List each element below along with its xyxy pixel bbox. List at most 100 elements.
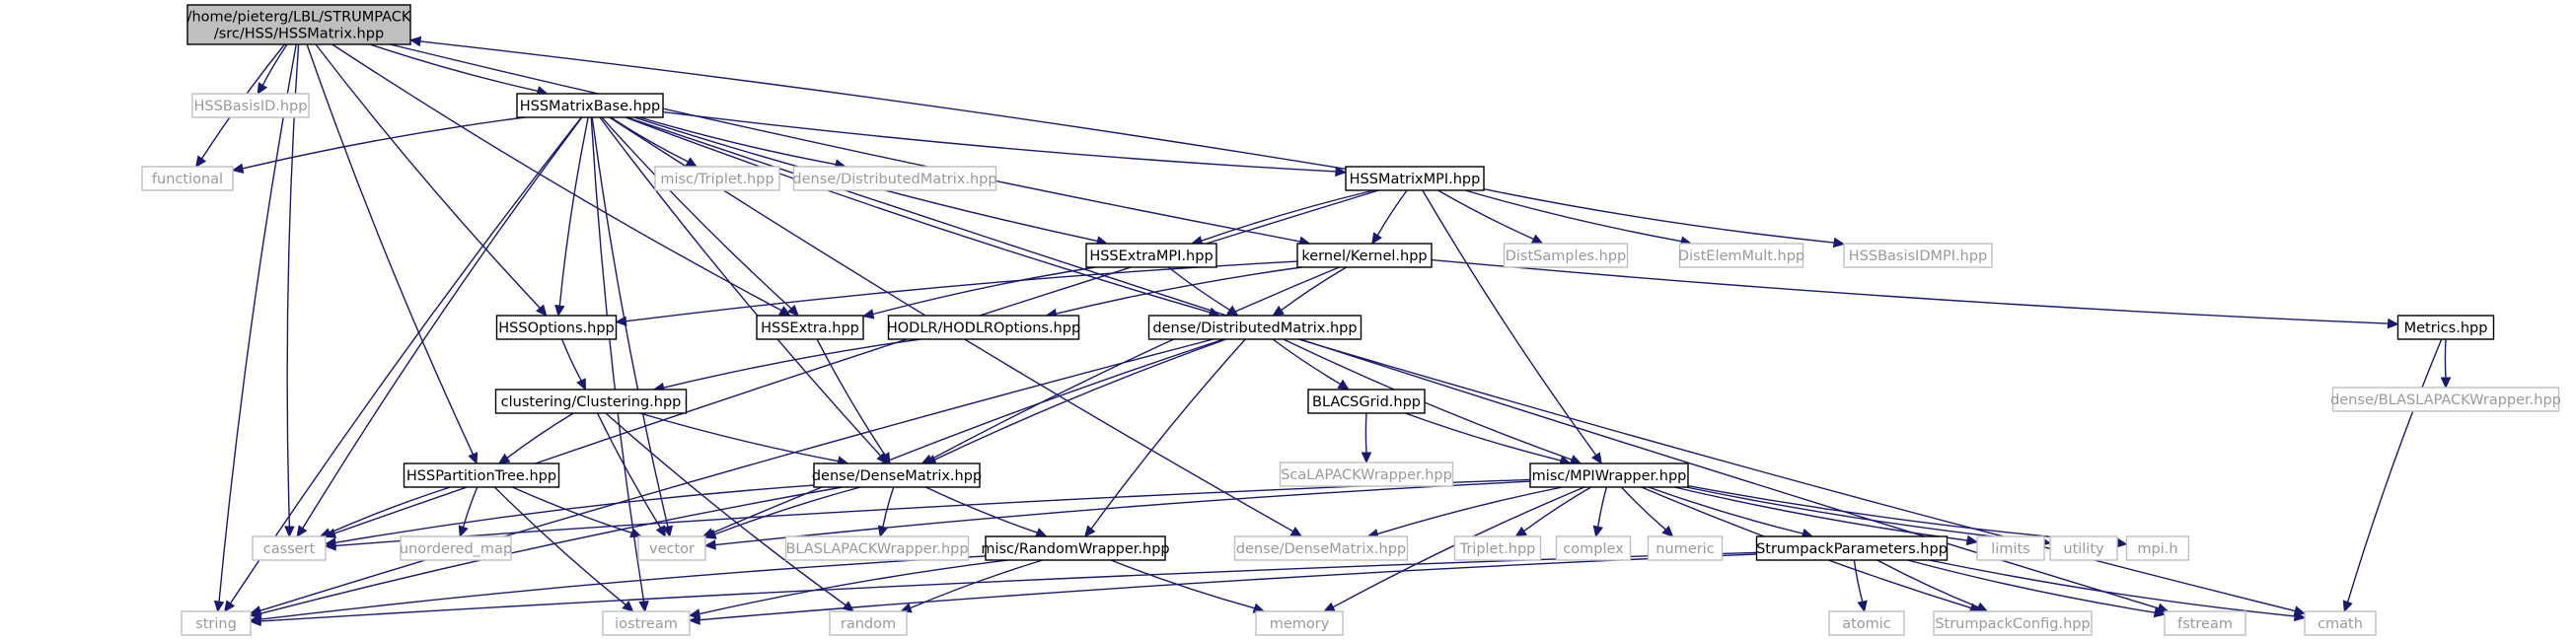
edge-arrowhead [408, 36, 422, 47]
node-label: HSSPartitionTree.hpp [406, 468, 556, 484]
node-kernel-kernel[interactable]: kernel/Kernel.hpp [1296, 243, 1433, 268]
edge-line [1167, 266, 1230, 311]
node-box [1503, 243, 1629, 268]
node-hssextrampi[interactable]: HSSExtraMPI.hpp [1085, 243, 1217, 268]
edge-arrowhead [1083, 525, 1096, 537]
edge-line [229, 116, 582, 604]
edge-misc_RandomWrapper-to-iostream [688, 559, 1008, 619]
node-label: string [195, 616, 237, 632]
edge-misc_MPIWrapper-to-complex [1592, 486, 1608, 538]
edge-dense_DistributedMatrix-to-string [249, 338, 1214, 616]
node-box [1555, 535, 1632, 561]
edge-HSSOptions-to-clustering [560, 338, 586, 391]
node-dense-densematrix[interactable]: dense/DenseMatrix.hpp [812, 462, 982, 488]
edge-root-to-HSSPartitionTree [306, 43, 478, 465]
node-box [792, 166, 997, 191]
node-label: HSSExtraMPI.hpp [1089, 249, 1213, 264]
node-scalapackwrapper: ScaLAPACKWrapper.hpp [1279, 462, 1454, 487]
node-box [2396, 315, 2495, 340]
node-box [1529, 462, 1689, 488]
edge-arrowhead [1272, 305, 1285, 317]
node-misc-randomwrapper[interactable]: misc/RandomWrapper.hpp [981, 535, 1170, 561]
node-box [1085, 243, 1217, 268]
node-misc-triplet: misc/Triplet.hpp [654, 166, 780, 191]
node-label: /home/pieterg/LBL/STRUMPACK [187, 10, 411, 26]
node-clustering[interactable]: clustering/Clustering.hpp [494, 389, 688, 414]
node-label: DistElemMult.hpp [1678, 249, 1804, 264]
node-label: mpi.h [2137, 541, 2177, 557]
edge-line [334, 484, 815, 544]
node-misc-mpiwrapper[interactable]: misc/MPIWrapper.hpp [1529, 462, 1689, 488]
edge-arrowhead [1975, 602, 1989, 612]
node-box [1678, 243, 1804, 268]
edge-arrowhead [1514, 526, 1527, 537]
edge-arrowhead [1569, 455, 1582, 464]
node-root[interactable]: /home/pieterg/LBL/STRUMPACK/src/HSS/HSSM… [186, 4, 411, 45]
edge-line [1110, 559, 1255, 609]
node-label: dense/DistributedMatrix.hpp [1152, 320, 1357, 336]
node-blacsgrid[interactable]: BLACSGrid.hpp [1307, 389, 1426, 414]
node-hssextra[interactable]: HSSExtra.hpp [756, 315, 864, 340]
node-box [400, 535, 512, 561]
node-dense-blaslapackwrapper: dense/BLASLAPACKWrapper.hpp [2330, 387, 2561, 412]
edge-HSSMatrixBase-to-cassert [296, 116, 583, 538]
node-label: atomic [1842, 616, 1891, 632]
node-dense-distributedmatrix[interactable]: dense/DistributedMatrix.hpp [1147, 315, 1362, 340]
edge-root-to-cassert [284, 43, 300, 538]
edge-line [1376, 189, 1408, 236]
node-box [403, 462, 560, 488]
edge-line [2346, 338, 2443, 603]
node-metrics[interactable]: Metrics.hpp [2396, 315, 2495, 340]
edge-misc_MPIWrapper-to-Triplet [1514, 486, 1592, 537]
edge-arrowhead [1323, 602, 1336, 612]
node-label: StrumpackParameters.hpp [1756, 541, 1948, 557]
edge-arrowhead [458, 525, 469, 538]
edge-dense_DistributedMatrix-to-BLACSGrid [1272, 338, 1350, 391]
edge-line [872, 266, 1096, 316]
node-label: dense/BLASLAPACKWrapper.hpp [2330, 392, 2561, 408]
node-label: limits [1991, 541, 2029, 557]
node-hssmatrixmpi[interactable]: HSSMatrixMPI.hpp [1345, 166, 1485, 191]
node-box [495, 315, 618, 340]
edge-line [596, 412, 662, 529]
node-hodlroptions[interactable]: HODLR/HODLROptions.hpp [887, 315, 1080, 340]
edge-arrowhead [1590, 452, 1602, 465]
node-strumpackparameters[interactable]: StrumpackParameters.hpp [1755, 535, 1949, 561]
edge-line [1597, 486, 1608, 528]
node-hsspartitiontree[interactable]: HSSPartitionTree.hpp [403, 462, 560, 488]
node-string: string [181, 610, 252, 636]
edge-line [1405, 412, 1562, 462]
edge-arrowhead [194, 155, 207, 168]
edge-line [930, 266, 1340, 461]
edge-line [331, 43, 782, 312]
edge-dense_DistributedMatrix-to-misc_RandomWrapper [1083, 338, 1246, 537]
edge-BLACSGrid-to-ScaLAPACKWrapper [1361, 412, 1372, 464]
edge-line [302, 116, 583, 530]
edge-arrowhead [662, 525, 674, 538]
edge-line [605, 412, 846, 606]
edge-line [699, 559, 1008, 615]
node-label: HSSBasisID.hpp [194, 99, 308, 114]
edge-arrowhead [1661, 525, 1674, 537]
node-box [2304, 610, 2377, 636]
node-label: cassert [263, 541, 316, 557]
node-functional: functional [141, 166, 234, 191]
edge-kernel_Kernel-to-Metrics [1431, 258, 2399, 329]
node-vector: vector [637, 535, 706, 561]
edge-arrowhead [1965, 534, 1979, 546]
edge-clustering-to-vector [596, 412, 666, 538]
node-atomic: atomic [1828, 610, 1905, 636]
node-distelemmult: DistElemMult.hpp [1678, 243, 1804, 268]
edge-arrowhead [284, 526, 295, 538]
edge-arrowhead [615, 316, 627, 326]
node-hssoptions[interactable]: HSSOptions.hpp [495, 315, 618, 340]
edge-line [390, 43, 1300, 243]
edge-arrowhead [1371, 232, 1383, 246]
edge-line [1283, 338, 1573, 461]
edge-HSSMatrixMPI-to-DistSamples [1437, 189, 1544, 245]
node-hssmatrixbase[interactable]: HSSMatrixBase.hpp [516, 93, 664, 118]
node-triplet: Triplet.hpp [1453, 535, 1542, 561]
edge-arrowhead [324, 540, 336, 551]
node-box [141, 166, 234, 191]
node-box [1233, 535, 1409, 561]
